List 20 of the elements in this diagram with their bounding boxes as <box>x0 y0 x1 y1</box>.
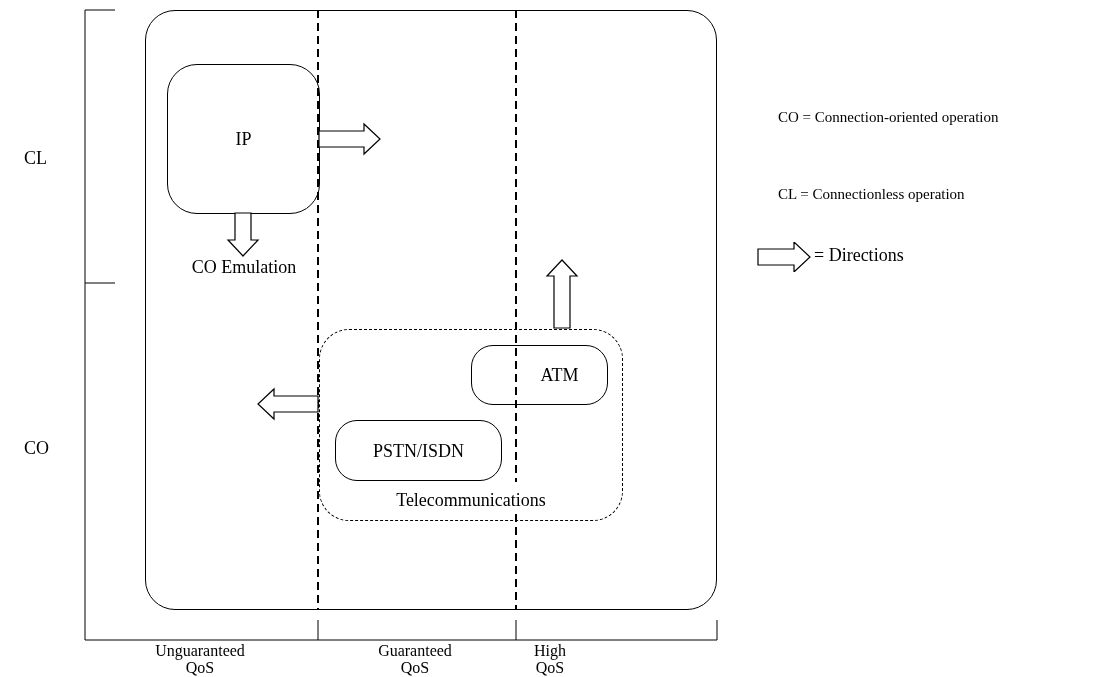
block-arrow <box>257 387 319 421</box>
node-label: CO Emulation <box>179 257 309 285</box>
block-arrow <box>226 212 260 257</box>
box-label: Telecommunications <box>395 490 547 511</box>
box-label: IP <box>234 129 253 150</box>
row-label: CO <box>24 438 49 459</box>
rounded-box <box>335 420 502 481</box>
block-arrow <box>318 122 381 156</box>
definition-text: CO = Connection-oriented operation <box>778 109 999 126</box>
box-label: PSTN/ISDN <box>372 440 465 462</box>
dashed-group-box <box>319 329 623 521</box>
legend-text: = Directions <box>814 245 904 266</box>
column-label: High QoS <box>533 642 567 676</box>
column-label: Guaranteed QoS <box>377 642 453 676</box>
block-arrow <box>545 259 579 329</box>
rounded-box <box>471 345 608 405</box>
column-label: Unguaranteed QoS <box>154 642 246 676</box>
box-label: ATM <box>539 365 580 386</box>
row-label: CL <box>24 148 47 169</box>
definition-text: CL = Connectionless operation <box>778 186 965 203</box>
